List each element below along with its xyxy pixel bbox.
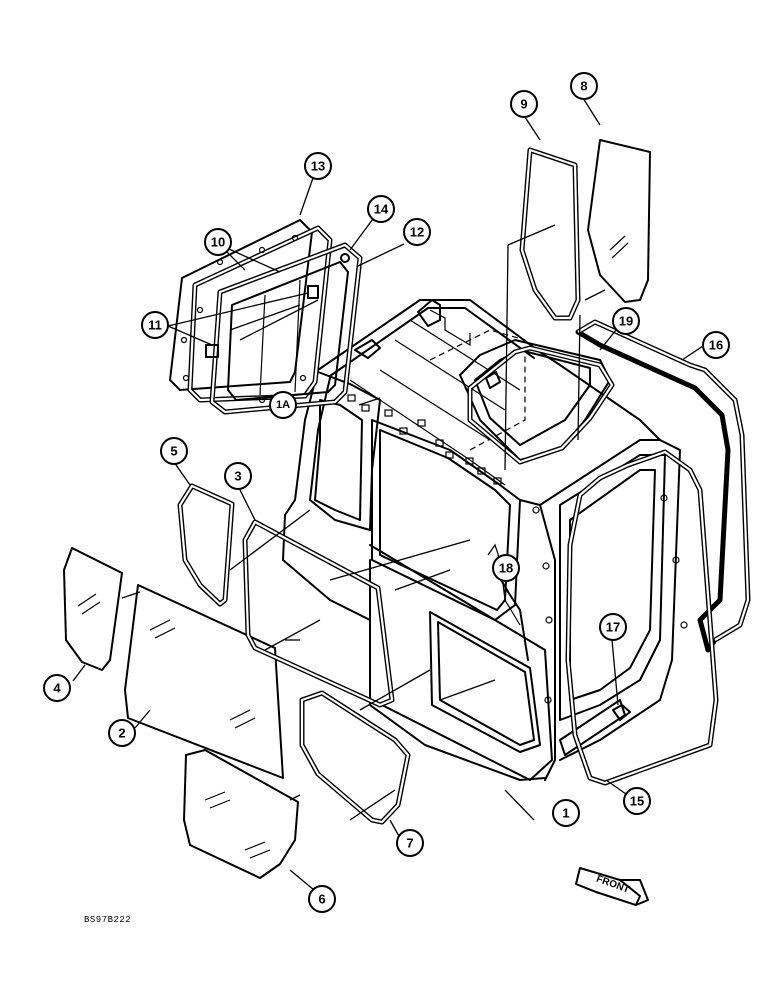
svg-text:15: 15 [630,794,644,809]
callout-17: 17 [599,613,627,641]
bracket-17 [612,704,631,721]
svg-text:5: 5 [170,444,177,459]
roof-clip-row [347,394,502,485]
seal-7 [299,690,411,825]
glass-2 [124,584,284,779]
callout-19: 19 [612,307,640,335]
callout-1: 1 [552,799,580,827]
leader-lines [72,97,704,891]
seal-9 [519,147,581,321]
svg-text:18: 18 [499,561,513,576]
cab-frame [282,299,688,781]
seal-5 [177,483,235,607]
callout-10: 10 [204,228,232,256]
roof-seal-19 [467,345,615,465]
svg-text:14: 14 [374,202,389,217]
svg-text:7: 7 [406,836,413,851]
hatch-assembly [169,219,363,415]
svg-text:3: 3 [234,469,241,484]
callout-2: 2 [108,719,136,747]
callout-8: 8 [570,72,598,100]
glass-4 [63,547,123,671]
figure-code: BS97B222 [84,915,132,925]
svg-text:1: 1 [562,806,569,821]
svg-text:9: 9 [520,97,527,112]
callout-1a: 1A [269,391,297,419]
glass-8 [587,139,651,303]
callout-15: 15 [623,787,651,815]
callout-14: 14 [367,195,395,223]
latch-11b [307,285,319,299]
svg-text:11: 11 [148,318,162,333]
hinge-14 [340,253,350,263]
callout-6: 6 [308,885,336,913]
seal-15 [565,449,719,786]
callout-11: 11 [141,311,169,339]
front-arrow: FRONT [575,867,649,906]
svg-text:13: 13 [311,159,325,174]
callout-4: 4 [43,674,71,702]
svg-text:12: 12 [410,225,424,240]
svg-text:4: 4 [53,681,61,696]
callout-16: 16 [702,331,730,359]
svg-text:16: 16 [709,338,723,353]
callout-9: 9 [510,90,538,118]
svg-text:1A: 1A [276,399,290,411]
svg-text:17: 17 [606,620,620,635]
callout-12: 12 [403,218,431,246]
glass-6 [183,749,299,879]
svg-text:2: 2 [118,726,125,741]
callout-3: 3 [224,462,252,490]
alignment-lines [121,224,606,821]
svg-text:8: 8 [580,79,587,94]
hatch-frame-13 [169,219,313,391]
callout-5: 5 [160,437,188,465]
callout-13: 13 [304,152,332,180]
svg-text:19: 19 [619,314,633,329]
svg-text:10: 10 [211,235,225,250]
callout-7: 7 [396,829,424,857]
callout-18: 18 [492,554,520,582]
svg-text:6: 6 [318,892,325,907]
